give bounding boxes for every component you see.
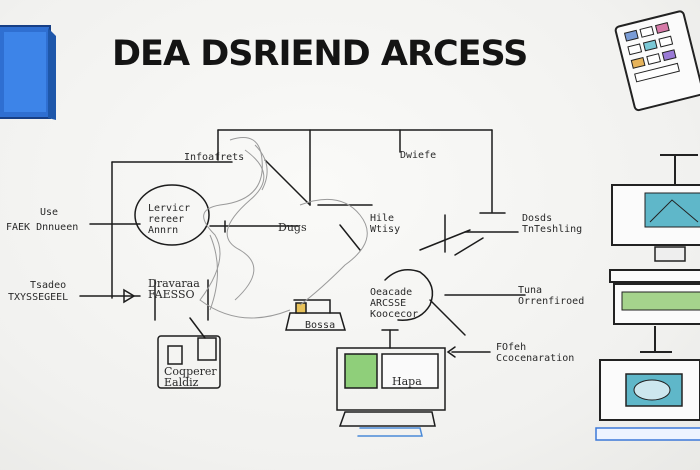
wtiy-label: Hile Wtisy: [370, 213, 401, 235]
diagram-title: DEA DSRIEND ARCESS: [112, 34, 528, 74]
dugs-label: Dugs: [278, 221, 307, 234]
top-right-node-label: Dwiefe: [400, 150, 437, 161]
computer-label: Coqperer Ealdiz: [164, 365, 217, 389]
bossa-label: Bossa: [305, 320, 336, 331]
forsh-label: FOfeh Ccocenaration: [496, 342, 575, 364]
monitor-icon: [611, 154, 700, 262]
left-mid-label-a: Tsadeo: [30, 280, 67, 291]
left-top-label-a: Use: [40, 207, 59, 218]
right-mid-label: Tuna Orrenfiroed: [518, 285, 585, 307]
tablet-ui-icon: [614, 10, 700, 112]
monitor-label: Hapa: [392, 375, 422, 388]
left-top-label-b: FAEK Dnnueen: [6, 222, 79, 233]
camera-device-icon: [595, 359, 700, 441]
circle-node-label: Lervicr rereer Annrn: [148, 203, 191, 236]
right-top-label: Dosds TnTeshling: [522, 213, 583, 235]
top-center-label: Infoafrets: [184, 152, 245, 163]
access-node-label: Oeacade ARCSSE Koocecor: [370, 287, 419, 320]
printer-icon: [609, 269, 700, 353]
left-mid-label-b: TXYSSEGEEL: [8, 292, 69, 303]
notebook-icon: [0, 25, 56, 120]
frame-node-label: Dravaraa FAESSO: [148, 277, 200, 301]
